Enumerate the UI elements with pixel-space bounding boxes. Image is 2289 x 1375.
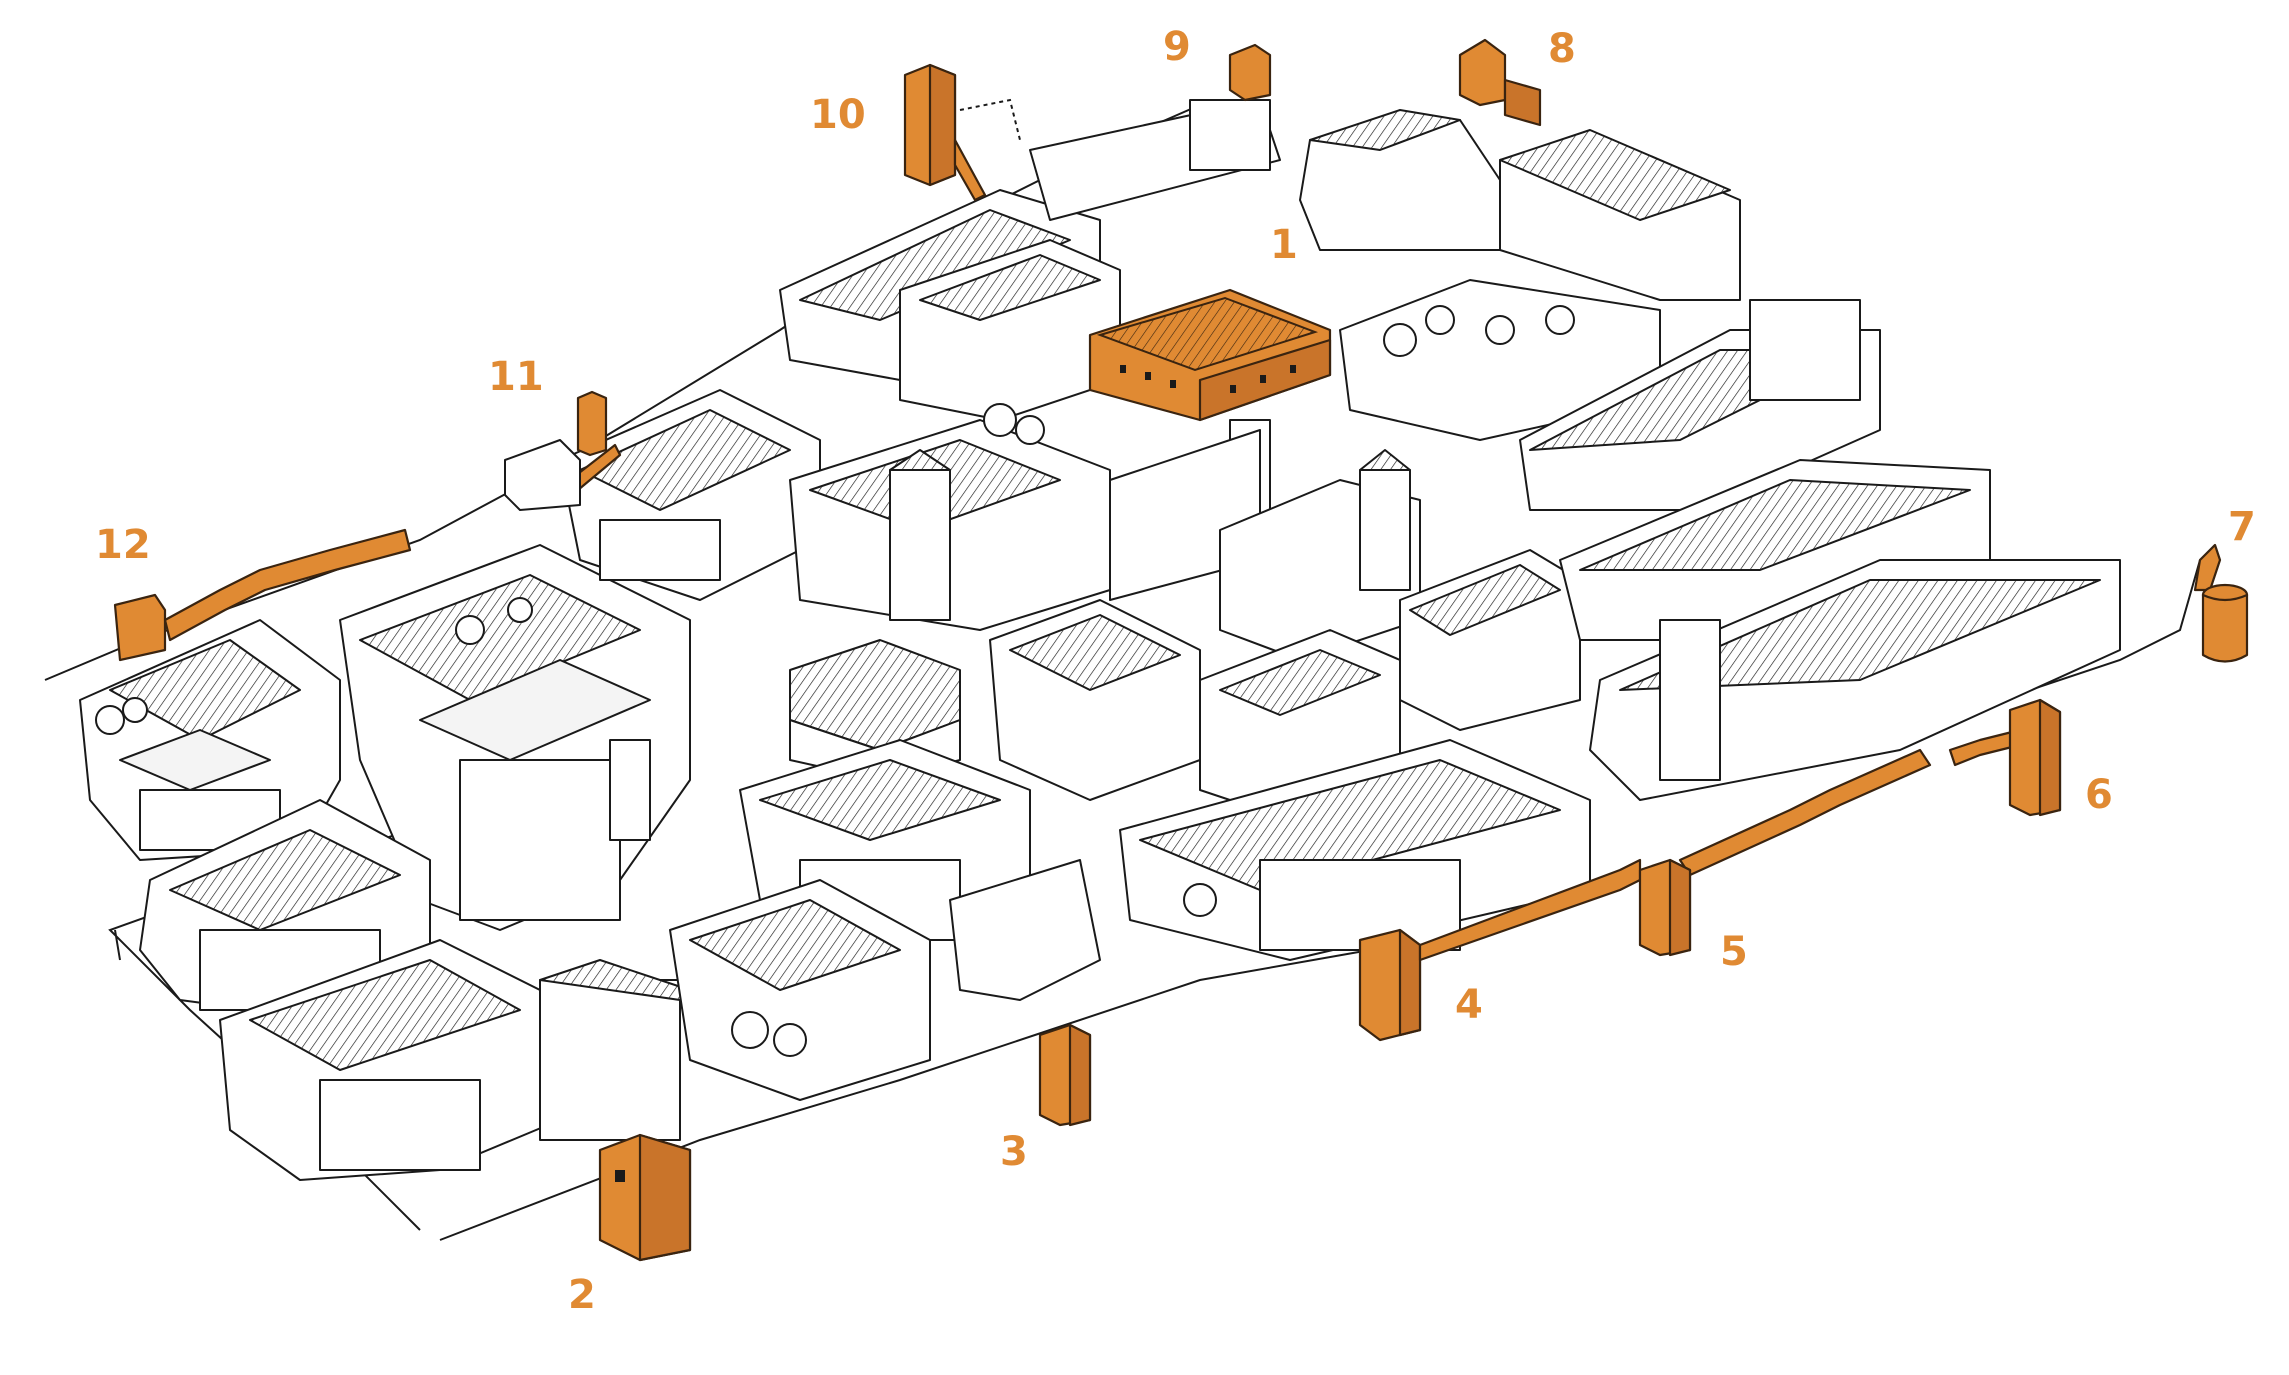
block-southwest-terrace [219, 939, 691, 1181]
feature-2-gate-tower [598, 1133, 692, 1262]
block-east-lower [1589, 559, 2121, 801]
label-8: 8 [1548, 26, 1576, 72]
block-northeast-monastery [1299, 109, 1741, 301]
feature-5-tower [1638, 858, 1692, 957]
label-4: 4 [1455, 982, 1483, 1028]
block-east-small [1399, 549, 1581, 731]
city-blocks [79, 99, 2121, 1181]
feature-4-tower [1358, 928, 1422, 1042]
block-north-center [899, 239, 1121, 445]
block-center-west [559, 389, 821, 601]
feature-6-tower [2008, 698, 2062, 817]
feature-labels: 1 2 3 4 5 6 7 8 9 10 11 12 [95, 24, 2256, 1318]
feature-7-round-tower [2193, 543, 2249, 663]
block-courtyard-south [669, 859, 1101, 1101]
label-10: 10 [810, 92, 866, 138]
label-5: 5 [1720, 929, 1748, 975]
feature-3-tower [1038, 1023, 1092, 1127]
label-6: 6 [2085, 772, 2113, 818]
label-9: 9 [1163, 24, 1191, 70]
label-1: 1 [1270, 222, 1298, 268]
block-church-east [1219, 449, 1421, 661]
feature-11-tower [504, 390, 622, 511]
block-center [789, 419, 1271, 631]
label-11: 11 [488, 354, 544, 400]
label-7: 7 [2228, 504, 2256, 550]
feature-12-wall-gate [113, 528, 412, 662]
feature-10-tower [903, 63, 1021, 202]
block-middle [989, 599, 1201, 801]
highlighted-features [113, 38, 2249, 1262]
feature-1-palace [1088, 288, 1332, 422]
label-3: 3 [1000, 1129, 1028, 1175]
block-cathedral [339, 544, 691, 931]
feature-9-building [1228, 43, 1272, 102]
block-south-long [1119, 739, 1591, 961]
feature-8-building [1458, 38, 1542, 127]
label-12: 12 [95, 522, 151, 568]
label-2: 2 [568, 1272, 596, 1318]
